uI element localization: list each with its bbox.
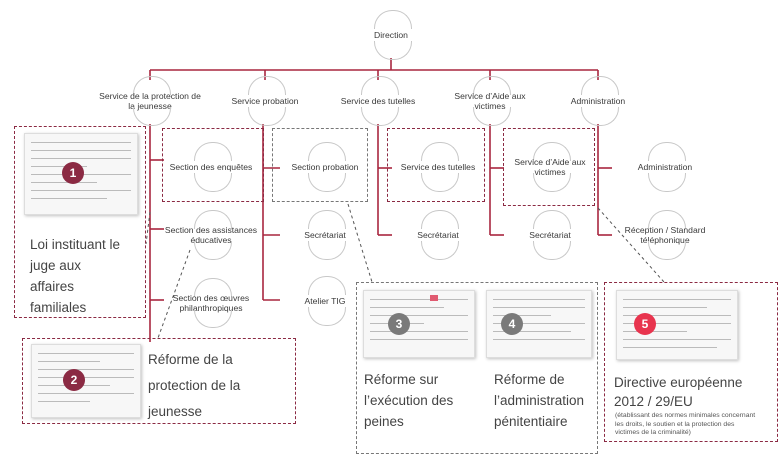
atelier-tig-node: Atelier TIG (270, 276, 380, 326)
section-assistances-node: Section des assistances éducatives (156, 210, 266, 260)
secretariat-aide-node: Secrétariat (495, 210, 605, 260)
secretariat-tutelles-label: Secrétariat (417, 230, 459, 240)
reform-4-caption: Réforme de l’administration pénitentiair… (494, 372, 585, 429)
section-administration-label: Administration (637, 162, 693, 172)
section-enquetes-node: Section des enquêtes (156, 142, 266, 192)
section-enquetes-label: Section des enquêtes (169, 162, 253, 172)
reform-3-stamp (430, 295, 438, 301)
secretariat-probation-node: Secrétariat (270, 210, 380, 260)
service-tutelles-node: Service des tutelles (323, 76, 433, 126)
service-protection-jeunesse-label: Service de la protection de la jeunesse (99, 91, 201, 111)
reform-3-badge: 3 (388, 313, 410, 335)
secretariat-tutelles-node: Secrétariat (383, 210, 493, 260)
reform-1-caption: Loi instituant le juge aux affaires fami… (30, 237, 121, 315)
section-administration-node: Administration (610, 142, 720, 192)
service-aide-victimes-label: Service d’Aide aux victimes (454, 91, 526, 111)
reform-4-badge: 4 (501, 313, 523, 335)
section-oeuvres-label: Section des œuvres philanthropiques (172, 293, 250, 313)
node-arc-top (374, 10, 412, 29)
reform-2-badge: 2 (63, 369, 85, 391)
atelier-tig-label: Atelier TIG (304, 296, 346, 306)
secretariat-aide-label: Secrétariat (529, 230, 571, 240)
direction-label: Direction (374, 30, 408, 40)
section-probation-node: Section probation (270, 142, 380, 192)
service-protection-jeunesse-node: Service de la protection de la jeunesse (95, 76, 205, 126)
highlight-section-tutelles (387, 128, 485, 202)
service-tutelles-label: Service des tutelles (340, 96, 416, 106)
secretariat-probation-label: Secrétariat (304, 230, 346, 240)
section-assistances-label: Section des assistances éducatives (164, 225, 258, 245)
section-probation-label: Section probation (291, 162, 359, 172)
reception-node: Réception / Standard téléphonique (610, 210, 720, 260)
node-arc-bottom (374, 41, 412, 60)
reform-5-box (604, 282, 778, 442)
service-probation-node: Service probation (210, 76, 320, 126)
reform-3-document (363, 290, 475, 358)
reform-5-caption: Directive européenne 2012 / 29/EU (614, 375, 743, 409)
service-probation-label: Service probation (231, 96, 299, 106)
service-administration-label: Administration (570, 96, 626, 106)
reform-2-box (22, 338, 296, 424)
reform-2-caption: Réforme de la protection de la jeunesse (148, 352, 241, 419)
section-tutelles-label: Service des tutelles (400, 162, 476, 172)
highlight-section-aide-victimes (503, 128, 595, 206)
reform-3-caption: Réforme sur l’exécution des peines (364, 372, 454, 429)
service-administration-node: Administration (543, 76, 653, 126)
reform-1-badge: 1 (62, 162, 84, 184)
service-aide-victimes-node: Service d’Aide aux victimes (435, 76, 545, 126)
reform-5-badge: 5 (634, 313, 656, 335)
highlight-section-probation (272, 128, 368, 202)
section-aide-victimes-node: Service d’Aide aux victimes (495, 142, 605, 192)
section-aide-victimes-label: Service d’Aide aux victimes (514, 157, 586, 177)
section-oeuvres-node: Section des œuvres philanthropiques (156, 278, 266, 328)
reception-label: Réception / Standard téléphonique (624, 225, 706, 245)
reform-1-box (14, 126, 146, 318)
highlight-section-enquetes (162, 128, 264, 202)
reform-2-document (31, 344, 141, 418)
reform-5-note: (établissant des normes minimales concer… (615, 412, 756, 436)
section-tutelles-node: Service des tutelles (383, 142, 493, 192)
direction-node: Direction (336, 10, 446, 60)
